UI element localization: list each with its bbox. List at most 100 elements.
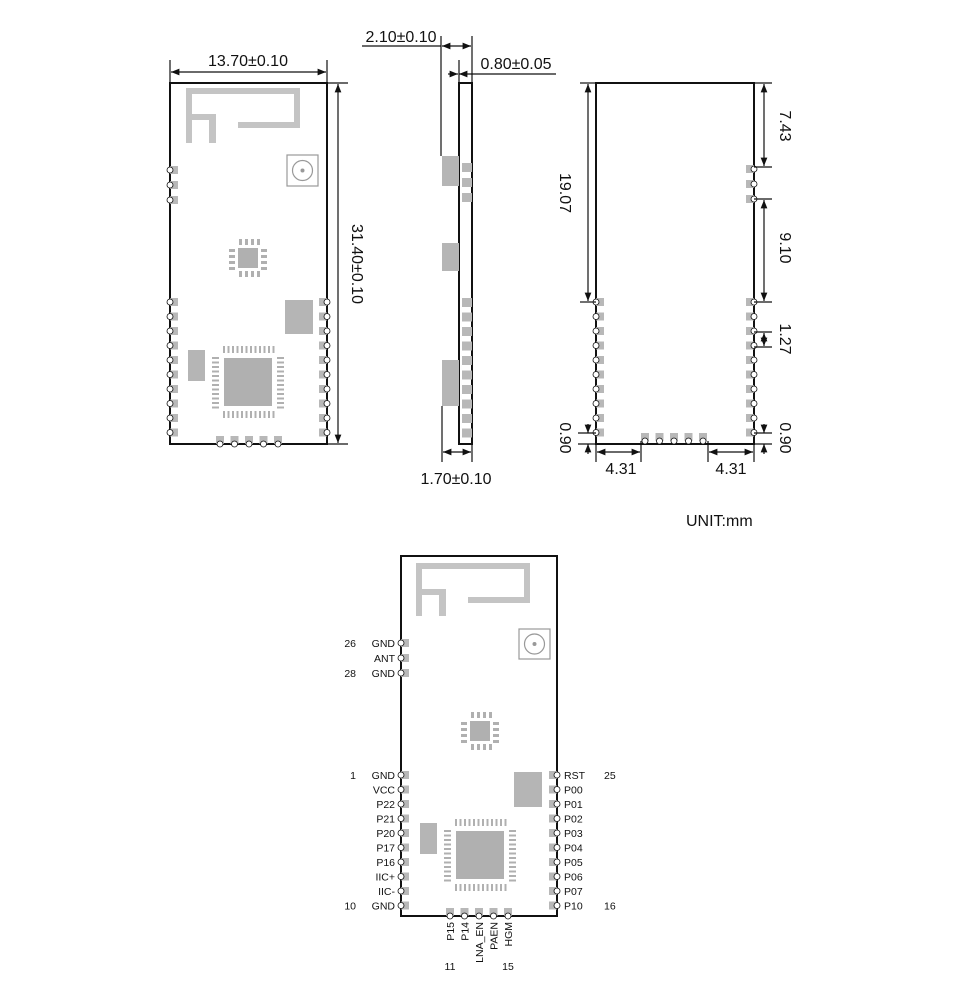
pad-hole — [323, 356, 331, 364]
chip-lead — [461, 728, 467, 731]
pad — [746, 195, 754, 203]
pin-label-bottom: P15 — [445, 922, 457, 941]
pad-hole — [274, 440, 282, 448]
chip-lead — [251, 271, 254, 277]
pad-hole — [166, 356, 174, 364]
pad-hole — [397, 800, 405, 808]
chip-lead — [212, 384, 219, 386]
pad-hole — [504, 912, 512, 920]
chip-lead — [263, 411, 266, 418]
chip-lead — [444, 848, 451, 850]
chip-lead — [471, 712, 474, 718]
pad — [596, 414, 604, 422]
antenna-trace — [186, 114, 216, 143]
pin-number: 1 — [350, 770, 356, 782]
pin-label-right: P00 — [564, 785, 583, 797]
chip-lead — [261, 261, 267, 264]
chip-lead — [277, 402, 284, 404]
pad — [462, 399, 472, 409]
pad-hole — [323, 385, 331, 393]
chip-lead — [493, 722, 499, 725]
pad-hole — [592, 385, 600, 393]
chip-lead — [229, 249, 235, 252]
pad — [746, 370, 754, 379]
chip-lead — [251, 239, 254, 245]
chip-lead — [491, 819, 493, 826]
side-component — [442, 156, 459, 186]
chip-lead — [212, 361, 219, 364]
pad-hole — [553, 786, 561, 793]
chip-lead — [489, 712, 492, 718]
unit-label: UNIT:mm — [686, 513, 753, 530]
pad-hole — [553, 829, 561, 837]
chip-lead — [277, 370, 284, 373]
pad — [319, 356, 327, 364]
pad-hole — [323, 429, 331, 436]
chip-lead — [493, 728, 499, 731]
pin-label-right: P07 — [564, 886, 583, 898]
pin-label-left: P22 — [376, 799, 395, 811]
chip-lead — [468, 819, 471, 826]
pad-hole — [166, 400, 174, 407]
chip-lead — [444, 839, 451, 841]
chip-lead — [444, 866, 451, 868]
pad — [319, 385, 327, 393]
pin-number: 15 — [502, 961, 514, 973]
pad-hole — [592, 371, 600, 378]
pad — [170, 298, 178, 306]
pin-label-bottom: HGM — [503, 922, 515, 947]
pad-hole — [750, 356, 758, 364]
pin-number: 28 — [344, 668, 356, 680]
chip-lead — [500, 884, 502, 891]
chip-lead — [250, 346, 252, 353]
pad — [230, 436, 239, 444]
chip-lead — [477, 819, 480, 826]
pad-hole — [446, 912, 454, 920]
pad-hole — [260, 440, 267, 448]
pad-hole — [397, 873, 405, 880]
chip-lead — [509, 879, 516, 882]
pad — [401, 829, 409, 837]
pin-number: 16 — [604, 901, 616, 913]
pad-hole — [685, 437, 692, 445]
pad-hole — [461, 912, 468, 920]
pad — [596, 327, 604, 335]
pad — [549, 858, 557, 866]
pad — [596, 312, 604, 321]
pad — [596, 298, 604, 306]
chip-lead — [229, 255, 235, 258]
pad — [462, 385, 472, 394]
pad-hole — [397, 844, 405, 851]
pin-label-bottom: PAEN — [489, 922, 501, 950]
chip-lead — [509, 830, 516, 832]
pad-hole — [166, 371, 174, 378]
pad-hole — [475, 912, 483, 920]
pad — [401, 887, 409, 895]
pad — [462, 370, 472, 380]
chip-lead — [261, 249, 267, 252]
chip-lead — [444, 870, 451, 873]
chip-lead — [444, 879, 451, 882]
pad-hole — [166, 385, 174, 393]
chip-lead — [482, 819, 484, 826]
component — [420, 823, 437, 854]
pad — [401, 858, 409, 866]
pad — [460, 908, 469, 916]
chip-lead — [212, 370, 219, 373]
right-offset-label: 0.90 — [776, 422, 793, 453]
chip-lead — [212, 406, 219, 409]
footprint-view: 19.07 7.43 9.10 1.27 0.90 0.90 4.31 — [556, 82, 793, 478]
pin-label-right: P06 — [564, 872, 583, 884]
top-offset-label: 7.43 — [776, 110, 793, 141]
pin-label-right: RST — [564, 770, 586, 782]
pad — [462, 356, 472, 365]
chip-lead — [212, 397, 219, 400]
chip-lead — [259, 411, 261, 418]
pads — [166, 166, 331, 448]
pad — [489, 908, 498, 916]
main-chip — [444, 819, 516, 891]
pad-hole — [553, 858, 561, 866]
chip-lead — [486, 819, 489, 826]
pad-hole — [553, 815, 561, 822]
chip-lead — [509, 848, 516, 850]
